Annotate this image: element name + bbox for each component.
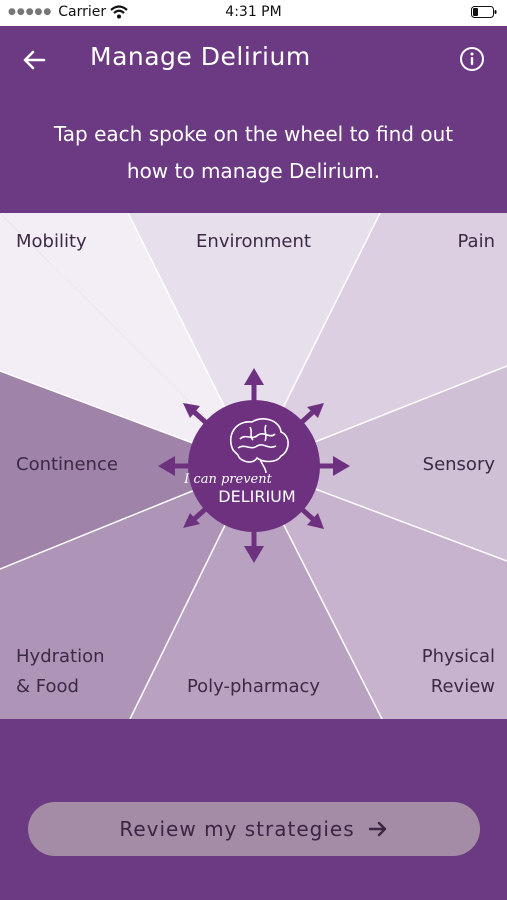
wifi-icon xyxy=(110,5,128,19)
clock: 4:31 PM xyxy=(225,4,282,20)
segment-sensory[interactable] xyxy=(254,366,507,561)
carrier-label: Carrier xyxy=(58,4,107,20)
spoke-label-physical-line1: Physical xyxy=(421,646,495,667)
instructions-line-1: Tap each spoke on the wheel to find out xyxy=(53,122,454,146)
segment-poly-pharmacy[interactable] xyxy=(130,466,382,719)
segment-hydration-food[interactable] xyxy=(0,466,254,719)
segment-physical-review[interactable] xyxy=(254,466,507,719)
spoke-label-hydration-food[interactable]: Hydration & Food xyxy=(16,642,136,702)
spoke-label-physical-line2: Review xyxy=(430,676,495,697)
arrow-right-icon xyxy=(368,821,386,837)
nav-bar: Manage Delirium xyxy=(0,26,507,92)
back-arrow-icon[interactable] xyxy=(18,44,50,76)
spoke-label-hydration-line1: Hydration xyxy=(16,646,105,667)
spoke-label-environment[interactable]: Environment xyxy=(196,231,311,252)
wheel-segments xyxy=(0,213,507,719)
signal-icon: ●●●●● xyxy=(8,7,53,17)
logo-delirium-text: DELIRIUM xyxy=(218,487,295,506)
spoke-label-sensory[interactable]: Sensory xyxy=(422,454,495,475)
spoke-label-continence[interactable]: Continence xyxy=(16,454,118,475)
spoke-label-pain[interactable]: Pain xyxy=(457,231,496,252)
delirium-wheel: I can prevent DELIRIUM xyxy=(0,213,507,719)
segment-pain[interactable] xyxy=(254,213,507,466)
spoke-label-hydration-line2: & Food xyxy=(16,676,79,697)
instructions-line-2: how to manage Delirium. xyxy=(126,159,381,183)
spoke-label-poly-pharmacy[interactable]: Poly-pharmacy xyxy=(186,676,321,697)
brain-icon xyxy=(229,418,289,474)
battery-icon xyxy=(471,6,497,18)
review-strategies-button[interactable]: Review my strategies xyxy=(28,802,480,856)
instructions-text: Tap each spoke on the wheel to find out … xyxy=(40,116,467,190)
carrier-info: ●●●●● Carrier xyxy=(8,4,128,20)
segment-environment[interactable] xyxy=(128,213,380,466)
segment-continence[interactable] xyxy=(0,371,254,569)
status-bar: ●●●●● Carrier 4:31 PM xyxy=(0,0,507,26)
spoke-label-physical-review[interactable]: Physical Review xyxy=(375,642,495,702)
segment-mobility-rest[interactable] xyxy=(0,213,254,466)
page-title: Manage Delirium xyxy=(90,42,311,71)
review-strategies-label: Review my strategies xyxy=(119,817,355,841)
spoke-label-mobility[interactable]: Mobility xyxy=(16,231,87,252)
info-icon[interactable] xyxy=(459,46,485,72)
wheel-hub xyxy=(188,400,320,532)
logo-script-text: I can prevent xyxy=(183,472,272,487)
